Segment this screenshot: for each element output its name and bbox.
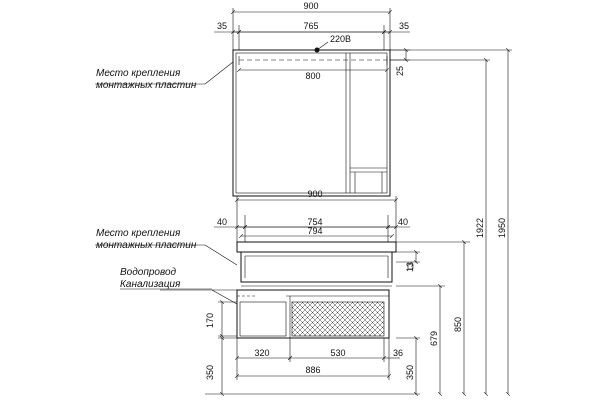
dim-bottom-754: 754 [307, 217, 322, 227]
mount-leader [204, 61, 234, 85]
dim-top-800: 800 [305, 71, 320, 81]
dim-bottom-170: 170 [205, 313, 215, 328]
dim-bottom-350-right: 350 [405, 365, 415, 380]
dim-top-900: 900 [303, 1, 318, 11]
pipes-label-line1: Водопровод [120, 267, 177, 278]
mount-label2-line1: Место крепления [96, 228, 181, 239]
dim-bottom-900: 900 [307, 189, 322, 199]
marker-square [407, 263, 414, 270]
dim-height-1950: 1950 [497, 218, 507, 238]
dim-top-35-left: 35 [217, 21, 227, 31]
power-leader [316, 41, 329, 51]
dim-bottom-36: 36 [393, 348, 403, 358]
lower-cabinet [236, 289, 390, 339]
mount-label2-line2: монтажных пластин [96, 240, 197, 251]
dim-height-1922: 1922 [475, 218, 485, 238]
dim-top-35-right: 35 [399, 21, 409, 31]
dim-bottom-350-left: 350 [205, 365, 215, 380]
bottom-view: 900 40 754 40 794 13 170 320 530 [95, 50, 512, 394]
mount-label-line2: монтажных пластин [96, 80, 197, 91]
power-label: 220В [330, 34, 351, 44]
dim-bottom-886: 886 [305, 365, 320, 375]
mount-leader-2 [204, 244, 238, 266]
dim-bottom-530: 530 [330, 348, 345, 358]
dim-bottom-794: 794 [307, 226, 322, 236]
upper-drawer [240, 251, 393, 283]
top-view: 900 35 765 35 220В 800 25 Место креплени… [95, 1, 410, 197]
mirror-cabinet-inner [235, 52, 388, 194]
dim-height-679: 679 [429, 331, 439, 346]
open-shelf [239, 301, 287, 337]
mount-label-line1: Место крепления [96, 68, 181, 79]
dim-bottom-320: 320 [254, 348, 269, 358]
woven-drawer-front [291, 301, 385, 337]
dim-bottom-40-right: 40 [398, 217, 408, 227]
countertop [236, 241, 397, 253]
mirror-cabinet-outline [232, 49, 391, 197]
dim-bottom-40-left: 40 [217, 217, 227, 227]
dim-top-25: 25 [395, 66, 405, 76]
pipes-label-line2: Канализация [120, 279, 181, 290]
dim-height-850: 850 [453, 317, 463, 332]
dim-top-765: 765 [303, 21, 318, 31]
dim-bottom-13: 13 [405, 262, 415, 272]
